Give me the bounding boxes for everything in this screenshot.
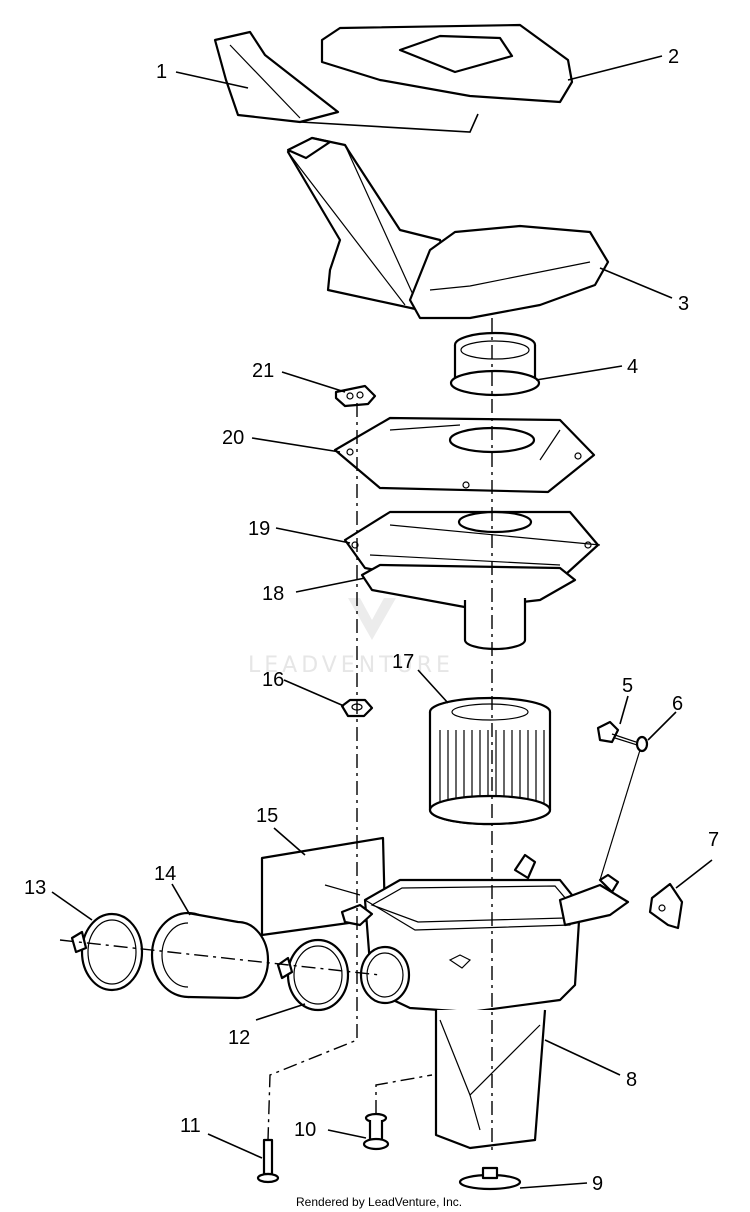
part-13-clamp — [70, 912, 144, 992]
callout-10: 10 — [294, 1119, 316, 1141]
part-20-top-plate — [333, 416, 596, 494]
part-17-filter-element — [428, 696, 552, 826]
leader-lines — [51, 55, 713, 1189]
callout-1: 1 — [156, 61, 167, 83]
part-21-nut-plate — [334, 384, 377, 408]
callout-14: 14 — [154, 863, 176, 885]
callout-19: 19 — [248, 518, 270, 540]
callout-12: 12 — [228, 1027, 250, 1049]
part-2-foam-gasket — [320, 23, 574, 104]
part-18-gasket — [360, 563, 577, 651]
callout-7: 7 — [708, 829, 719, 851]
callout-11: 11 — [180, 1115, 201, 1137]
part-10-grommet — [362, 1112, 390, 1151]
callout-20: 20 — [222, 427, 244, 449]
part-3-airbox-cover — [286, 136, 610, 320]
callout-17: 17 — [392, 651, 414, 673]
part-9-drain-plug — [458, 1166, 522, 1191]
watermark-text: LEADVENTURE — [248, 653, 454, 678]
callout-numbers: 1 2 3 4 5 6 7 8 9 10 11 12 13 14 15 16 1… — [24, 46, 719, 1195]
callout-18: 18 — [262, 583, 284, 605]
callout-6: 6 — [672, 693, 683, 715]
callout-8: 8 — [626, 1069, 637, 1091]
footer-credit: Rendered by LeadVenture, Inc. — [296, 1195, 462, 1209]
callout-2: 2 — [668, 46, 679, 68]
callout-15: 15 — [256, 805, 278, 827]
assembly-lines — [59, 318, 493, 1150]
leadventure-watermark: LEADVENTURE — [248, 598, 454, 678]
part-14-inlet-boot — [150, 911, 270, 1000]
part-4-adapter-ring — [449, 331, 541, 397]
part-5-bolt — [596, 720, 638, 746]
part-1-foam-pad — [213, 30, 479, 133]
callout-13: 13 — [24, 877, 46, 899]
callout-16: 16 — [262, 669, 284, 691]
callout-3: 3 — [678, 293, 689, 315]
callout-21: 21 — [252, 360, 274, 382]
part-6-washer — [599, 735, 649, 881]
part-8-airbox-housing — [340, 853, 630, 1150]
callout-5: 5 — [622, 675, 633, 697]
callout-9: 9 — [592, 1173, 603, 1195]
part-12-clamp — [276, 938, 350, 1012]
callout-4: 4 — [627, 356, 638, 378]
part-11-long-bolt — [256, 1138, 280, 1184]
part-7-bracket — [648, 882, 684, 930]
